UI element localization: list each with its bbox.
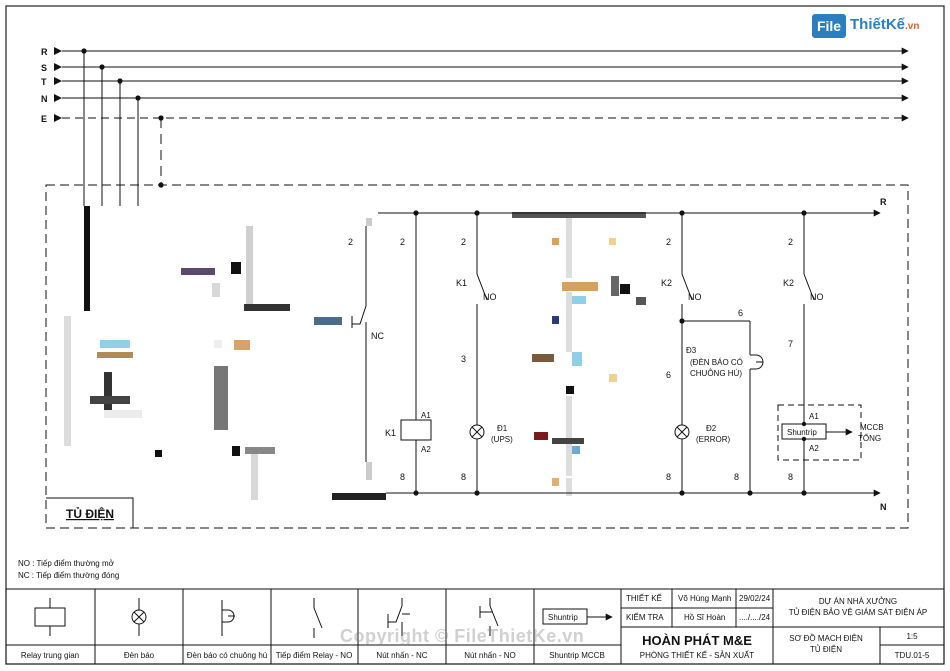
legend-label-relay: Relay trung gian [21, 651, 79, 660]
tb-company: HOÀN PHÁT M&E [642, 633, 752, 648]
wire-2-shunt: 2 [788, 237, 793, 247]
wire-2-nc: 2 [348, 237, 353, 247]
legend-captions: Relay trung gian Đèn báo Đèn báo có chuô… [21, 651, 605, 660]
phase-bus [54, 47, 909, 206]
wire-8-d1: 8 [461, 472, 466, 482]
watermark: Copyright © FileThietKe.vn [340, 626, 585, 646]
wire-8-d3: 8 [734, 472, 739, 482]
k2-shunt-no-label: NO [810, 292, 824, 302]
panel-title: TỦ ĐIỆN [66, 506, 114, 521]
title-block [620, 588, 945, 665]
d3-desc-2: CHUÔNG HÚ) [690, 369, 742, 378]
tb-scale: 1:5 [906, 632, 918, 641]
shuntrip-symbol-icon [542, 608, 613, 625]
bus-label-n: N [880, 502, 887, 512]
brand-name: ThiếtKế.vn [850, 16, 919, 33]
wire-6: 6 [666, 370, 671, 380]
relay-symbol-icon [34, 598, 66, 636]
k1-a2: A2 [421, 445, 431, 454]
k1-coil-label: K1 [385, 428, 396, 438]
tb-design-label: THIẾT KẾ [626, 593, 662, 603]
wire-2-d1: 2 [461, 237, 466, 247]
tb-project-1: DỰ ÁN NHÀ XƯỞNG [819, 597, 897, 606]
wire-8-k1: 8 [400, 472, 405, 482]
brand-name-text: ThiếtKế [850, 16, 906, 33]
brand-logo: File ThiếtKế.vn [812, 14, 932, 40]
wire-2-d2: 2 [666, 237, 671, 247]
tb-company-sub: PHÒNG THIẾT KẾ - SẢN XUẤT [640, 650, 755, 660]
mccb-label-2: TỔNG [858, 434, 881, 443]
relay-no-contact-icon [313, 598, 323, 638]
control-circuit-labels: R N 2 2 2 2 2 NC K1 NO K2 NO K2 NO 3 6 6… [348, 197, 887, 512]
control-circuit-wiring [351, 209, 881, 497]
legend-strip [5, 588, 622, 665]
d1-name: Đ1 [497, 424, 508, 433]
wire-2-k1: 2 [400, 237, 405, 247]
wire-7: 7 [788, 339, 793, 349]
shunt-a2: A2 [809, 444, 819, 453]
brand-logo-mark: File [812, 14, 846, 38]
d2-name: Đ2 [706, 424, 717, 433]
tb-check-label: KIỂM TRA [626, 613, 664, 622]
phase-label-e: E [41, 114, 47, 124]
phase-label-n: N [41, 94, 48, 104]
nc-contact-label: NC [371, 331, 384, 341]
tb-project-2: TỦ ĐIỆN BẢO VỆ GIÁM SÁT ĐIỆN ÁP [789, 608, 928, 617]
k2-shunt-contact-label: K2 [783, 278, 794, 288]
legend-label-shuntrip: Shuntrip MCCB [549, 651, 605, 660]
shuntrip-label: Shuntrip [787, 428, 817, 437]
tb-drawing-1: SƠ ĐỒ MẠCH ĐIỆN [789, 633, 863, 643]
brand-suffix: .vn [905, 21, 920, 32]
tb-code: TDU.01-5 [895, 651, 930, 660]
wire-8-shunt: 8 [788, 472, 793, 482]
k2-contact-label: K2 [661, 278, 672, 288]
legend-shuntrip-box-label: Shuntrip [548, 613, 578, 622]
phase-label-t: T [41, 77, 47, 87]
phase-label-s: S [41, 63, 47, 73]
tb-design-date: 29/02/24 [739, 594, 771, 603]
k2-no-label: NO [688, 292, 702, 302]
k1-contact-label: K1 [456, 278, 467, 288]
panel-title-box [46, 497, 134, 528]
d2-sub: (ERROR) [696, 435, 731, 444]
k1-no-label: NO [483, 292, 497, 302]
d3-desc-1: (ĐÈN BÁO CÓ [690, 358, 743, 367]
legend-label-pushbutton-nc: Nút nhấn - NC [376, 651, 427, 660]
tb-design-name: Võ Hùng Mạnh [678, 594, 731, 603]
sheet-border [5, 5, 945, 665]
legend-label-lamp: Đèn báo [124, 651, 155, 660]
lamp-symbol-icon [131, 598, 147, 636]
mccb-label-1: MCCB [860, 423, 884, 432]
k1-a1: A1 [421, 411, 431, 420]
wire-3: 3 [461, 354, 466, 364]
panel-internal-components [64, 206, 646, 500]
title-block-text: THIẾT KẾ Võ Hùng Mạnh 29/02/24 KIỂM TRA … [626, 593, 930, 660]
tb-check-date: ..../..../24 [739, 613, 771, 622]
shunt-a1: A1 [809, 412, 819, 421]
legend-label-relay-no: Tiếp điểm Relay - NO [276, 651, 353, 660]
d3-name: Đ3 [686, 346, 697, 355]
legend-label-buzzer-lamp: Đèn báo có chuông hú [187, 651, 268, 660]
tb-drawing-2: TỦ ĐIỆN [810, 645, 842, 654]
phase-label-r: R [41, 47, 48, 57]
buzzer-lamp-symbol-icon [221, 600, 235, 636]
note-no: NO : Tiếp điểm thường mở [18, 559, 115, 568]
pushbutton-no-icon [479, 598, 499, 636]
tb-check-name: Hồ Sĩ Hoàn [684, 613, 725, 622]
wire-8-d2: 8 [666, 472, 671, 482]
d1-sub: (UPS) [491, 435, 513, 444]
wire-6-top: 6 [738, 308, 743, 318]
legend-label-pushbutton-no: Nút nhấn - NO [464, 651, 516, 660]
pushbutton-nc-icon [387, 598, 410, 636]
note-nc: NC : Tiếp điểm thường đóng [18, 571, 119, 580]
bus-label-r: R [880, 197, 887, 207]
